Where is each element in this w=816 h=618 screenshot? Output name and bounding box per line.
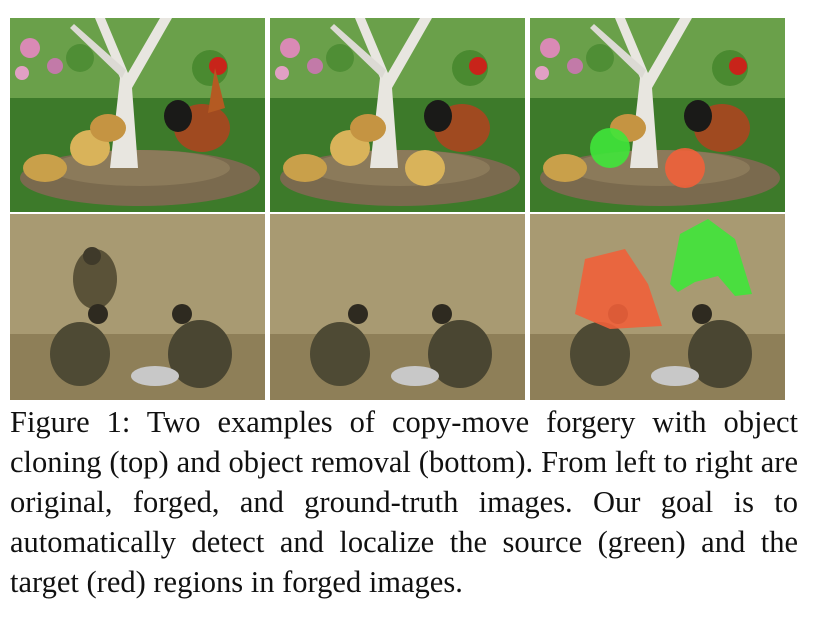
- figure-caption: Figure 1: Two examples of copy-move forg…: [10, 405, 798, 599]
- source-region-mask: [590, 128, 630, 168]
- top-ground-truth-image: [530, 18, 785, 212]
- top-forged-image: [270, 18, 525, 212]
- target-region-mask: [665, 148, 705, 188]
- source-region-mask: [670, 219, 752, 296]
- bottom-original-image: [10, 214, 265, 400]
- target-region-mask: [575, 249, 662, 329]
- bottom-ground-truth-image: [530, 214, 785, 400]
- top-original-image: [10, 18, 265, 212]
- bottom-forged-image: [270, 214, 525, 400]
